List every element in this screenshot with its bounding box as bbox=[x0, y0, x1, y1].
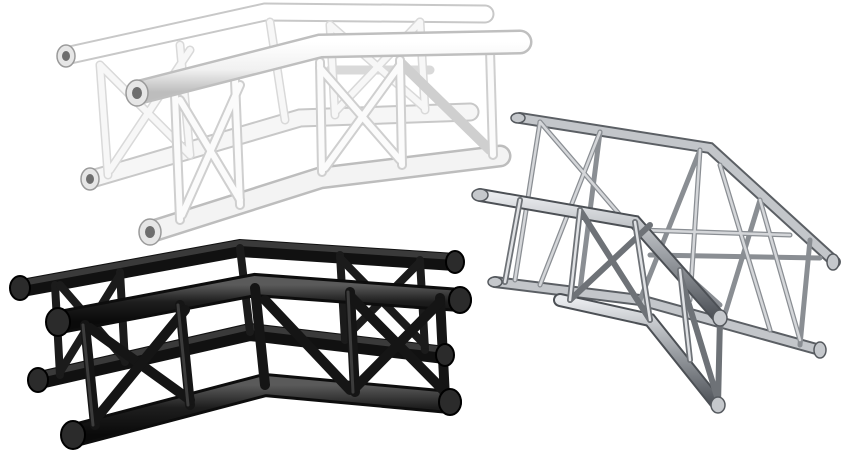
black-truss-corner bbox=[9, 238, 472, 450]
white-tube-ends bbox=[56, 44, 162, 246]
white-truss-corner bbox=[56, 2, 533, 246]
silver-truss-corner bbox=[471, 112, 841, 414]
silver-tube-ends bbox=[471, 112, 840, 414]
black-tube-ends bbox=[9, 250, 472, 450]
